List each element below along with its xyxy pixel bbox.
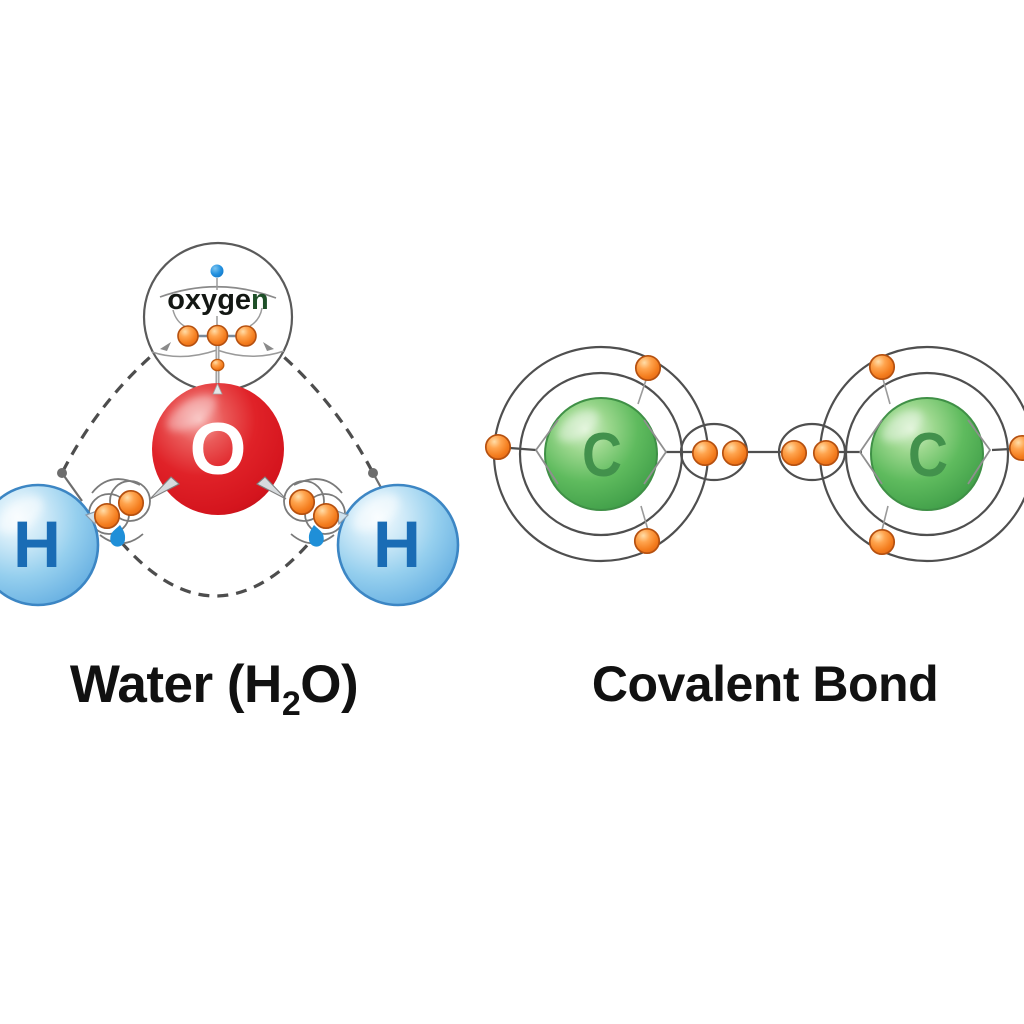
svg-text:Water (H2O): Water (H2O)	[70, 655, 358, 723]
svg-text:C: C	[908, 421, 948, 490]
svg-text:C: C	[582, 421, 622, 490]
svg-text:O: O	[190, 409, 247, 490]
svg-text:H: H	[373, 507, 421, 581]
svg-text:Covalent Bond: Covalent Bond	[592, 656, 938, 712]
svg-text:H: H	[13, 507, 61, 581]
svg-text:oxygen: oxygen	[167, 284, 269, 316]
